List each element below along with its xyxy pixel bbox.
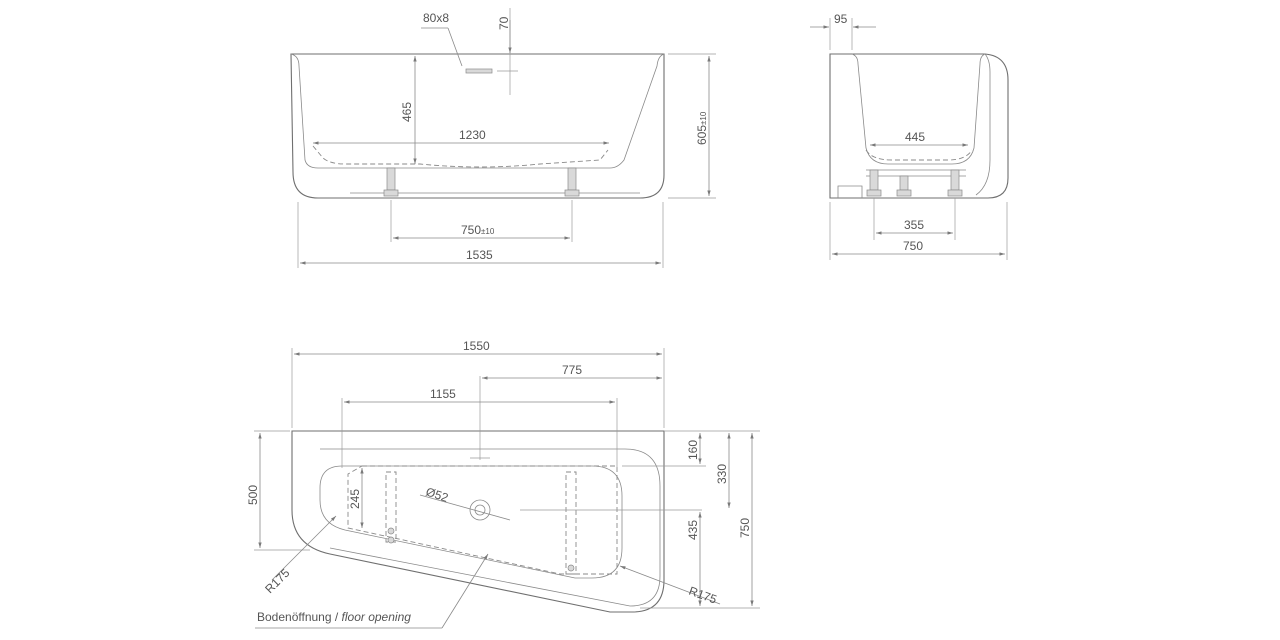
front-tub-outline — [290, 53, 665, 199]
front-dim-overflow-height: 70 — [497, 16, 511, 30]
top-dim-right-top: 160 — [686, 440, 700, 460]
top-drain-icon — [419, 494, 511, 521]
front-dim-total-length: 1535 — [466, 248, 493, 262]
top-dim-drain-offset: 775 — [562, 363, 582, 377]
top-support-right — [565, 471, 577, 575]
front-foot-left — [383, 167, 399, 197]
front-dim-inner-length: 1230 — [459, 128, 486, 142]
top-dim-total-width: 750 — [738, 518, 752, 538]
top-dim-radius-left: R175 — [262, 566, 292, 596]
front-tub-inner — [290, 53, 665, 169]
top-dim-right-mid: 330 — [715, 464, 729, 484]
side-dim-total-width: 750 — [903, 239, 923, 253]
front-dim-overflow: 80x8 — [423, 11, 449, 25]
front-dim-depth: 465 — [400, 102, 414, 122]
top-support-left — [385, 471, 397, 544]
top-tub-outline — [291, 430, 665, 613]
side-view: 95 445 355 750 — [810, 12, 1009, 260]
side-dim-inner-width: 445 — [905, 130, 925, 144]
top-dim-opening-height: 245 — [348, 489, 362, 509]
top-dim-drain-diameter: Ø52 — [424, 485, 450, 505]
front-foot-right — [564, 167, 580, 197]
side-tub-outline — [829, 53, 1009, 199]
front-dim-height-value: 605 — [695, 125, 709, 145]
front-dim-height: 605±10 — [695, 111, 709, 145]
front-dim-height-tol: ±10 — [699, 111, 708, 125]
top-label-floor-opening-de: Bodenöffnung / — [257, 610, 339, 624]
top-dim-right-lower: 435 — [686, 520, 700, 540]
top-dim-radius-right: R175 — [687, 584, 719, 607]
front-view: 80x8 70 465 1230 605±10 750±10 1535 — [290, 8, 716, 268]
top-label-floor-opening: Bodenöffnung / floor opening — [257, 610, 411, 624]
side-tub-inner — [851, 53, 986, 165]
front-dim-feet-tol: ±10 — [481, 227, 495, 236]
front-overflow-icon — [465, 68, 493, 74]
top-dim-total-length: 1550 — [463, 339, 490, 353]
top-dim-opening-length: 1155 — [430, 387, 456, 401]
side-foot-left — [866, 169, 882, 197]
top-label-floor-opening-en: floor opening — [342, 610, 412, 624]
front-basin-dashed — [312, 145, 609, 168]
front-dim-feet-value: 750 — [461, 223, 481, 237]
side-dim-feet-spacing: 355 — [904, 218, 924, 232]
top-dim-left-height: 500 — [246, 485, 260, 505]
front-dim-feet-spacing: 750±10 — [461, 223, 495, 237]
side-dim-rim: 95 — [834, 12, 848, 26]
top-view: Ø52 1550 775 1155 160 330 435 750 500 — [246, 339, 760, 629]
top-basin-inner — [319, 465, 623, 579]
top-floor-opening-dashed — [347, 465, 618, 575]
side-foot-mid — [896, 175, 912, 197]
side-foot-right — [947, 169, 963, 197]
